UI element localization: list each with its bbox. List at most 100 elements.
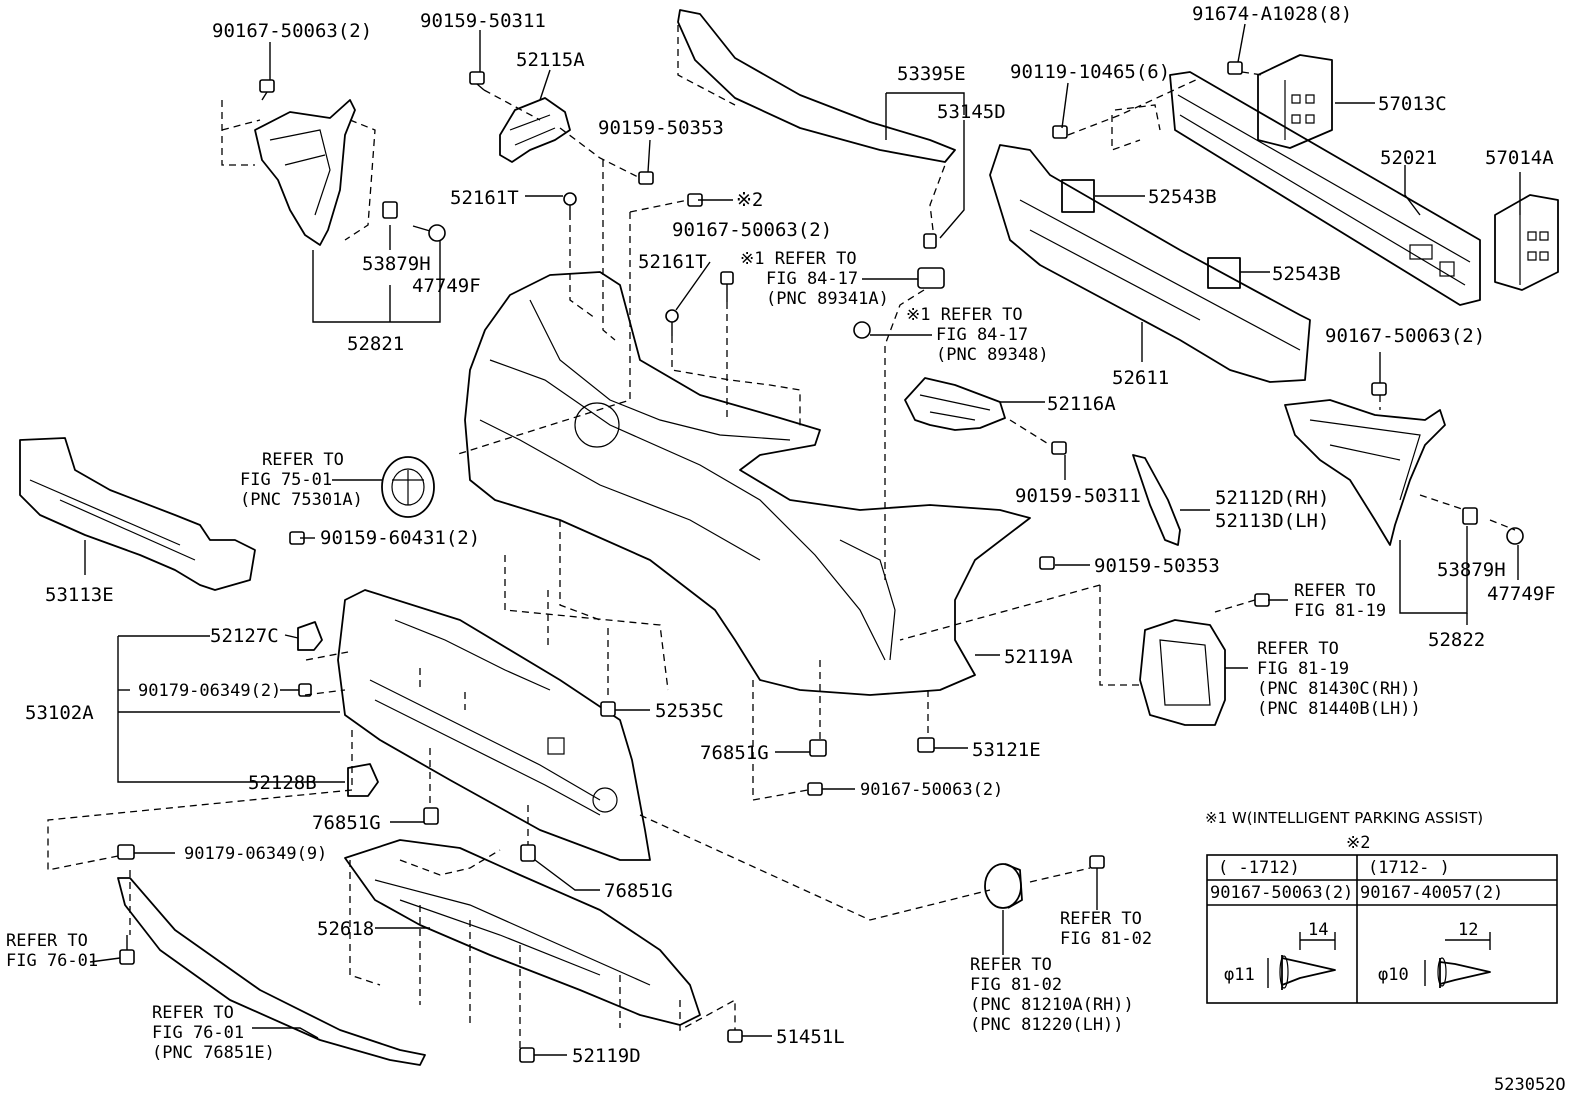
bolt-icon[interactable] (1052, 125, 1068, 139)
screw-icon[interactable] (1039, 556, 1055, 570)
bolt-icon[interactable] (1227, 61, 1243, 75)
label-90159-60431-2[interactable]: 90159-60431(2) (320, 527, 480, 549)
clip-icon[interactable] (917, 737, 935, 753)
bumper-pad-lower-part[interactable] (1207, 257, 1241, 289)
clip-icon[interactable] (423, 807, 439, 825)
label-90159-50353-mid[interactable]: 90159-50353 (1094, 555, 1220, 577)
screw-icon[interactable] (807, 782, 823, 796)
label-52161t-a[interactable]: 52161T (450, 187, 519, 209)
ref-fig-76-01-a[interactable]: REFER TO FIG 76-01 (6, 931, 98, 971)
label-90119-10465-6[interactable]: 90119-10465(6) (1010, 61, 1170, 83)
screw-icon[interactable] (1506, 527, 1524, 545)
label-52822[interactable]: 52822 (1428, 629, 1485, 651)
bolt-icon[interactable] (469, 71, 485, 91)
reinforcement-bracket-57013c-part[interactable] (1257, 54, 1333, 149)
bumper-bracket-52116a-part[interactable] (904, 377, 1006, 431)
label-52119a[interactable]: 52119A (1004, 646, 1073, 668)
sensor-icon[interactable] (853, 321, 871, 339)
label-53113e[interactable]: 53113E (45, 584, 114, 606)
label-53879h-left[interactable]: 53879H (362, 253, 431, 275)
clip-icon[interactable] (520, 844, 536, 862)
label-76851g-a[interactable]: 76851G (700, 742, 769, 764)
table-col2-part[interactable]: 90167-40057(2) (1360, 883, 1503, 903)
label-52128b[interactable]: 52128B (248, 772, 317, 794)
push-clip-icon[interactable] (665, 309, 679, 336)
ref-fig-84-17-89341a[interactable]: ※1 REFER TO FIG 84-17 (PNC 89341A) (740, 249, 889, 309)
ref-fig-76-01-b[interactable]: REFER TO FIG 76-01 (PNC 76851E) (152, 1003, 275, 1063)
bumper-pad-upper-part[interactable] (1061, 179, 1095, 213)
label-90167-50063-2-low[interactable]: 90167-50063(2) (860, 780, 1003, 800)
label-52611[interactable]: 52611 (1112, 367, 1169, 389)
clip-icon[interactable] (117, 844, 135, 860)
clip-icon[interactable] (923, 233, 937, 249)
upper-trim-strip-part[interactable] (677, 9, 956, 163)
toyota-emblem-part[interactable] (381, 456, 435, 518)
push-clip-icon[interactable] (563, 192, 577, 220)
grille-cover-upper-part[interactable] (297, 621, 323, 651)
label-52618[interactable]: 52618 (317, 918, 374, 940)
label-52115a[interactable]: 52115A (516, 49, 585, 71)
label-76851g-b[interactable]: 76851G (312, 812, 381, 834)
left-side-retainer-part[interactable] (254, 99, 356, 246)
label-57014a[interactable]: 57014A (1485, 147, 1554, 169)
table-col1-part[interactable]: 90167-50063(2) (1210, 883, 1353, 903)
label-90167-50063-2-mid[interactable]: 90167-50063(2) (672, 219, 832, 241)
label-52119d[interactable]: 52119D (572, 1045, 641, 1067)
label-53879h-right[interactable]: 53879H (1437, 559, 1506, 581)
under-cover-53113e-part[interactable] (19, 437, 256, 591)
screw-icon[interactable] (1051, 441, 1067, 455)
fog-lamp-part[interactable] (984, 863, 1023, 909)
label-57013c[interactable]: 57013C (1378, 93, 1447, 115)
label-90159-50353-top[interactable]: 90159-50353 (598, 117, 724, 139)
bolt-icon[interactable] (519, 1047, 535, 1063)
clip-icon[interactable] (600, 701, 616, 717)
sensor-holder-icon[interactable] (917, 267, 945, 289)
label-52113d-lh[interactable]: 52113D(LH) (1215, 510, 1329, 532)
bumper-side-trim-part[interactable] (1132, 454, 1181, 546)
label-52021[interactable]: 52021 (1380, 147, 1437, 169)
ref-fig-81-02-b[interactable]: REFER TO FIG 81-02 (1060, 909, 1152, 949)
label-90179-06349-2[interactable]: 90179-06349(2) (138, 681, 281, 701)
bumper-reinforcement-part[interactable] (1169, 71, 1481, 306)
right-side-retainer-part[interactable] (1284, 399, 1446, 546)
ref-fig-84-17-89348[interactable]: ※1 REFER TO FIG 84-17 (PNC 89348) (906, 305, 1049, 365)
lower-spoiler-part[interactable] (117, 877, 426, 1066)
label-52821[interactable]: 52821 (347, 333, 404, 355)
label-53121e[interactable]: 53121E (972, 739, 1041, 761)
screw-icon[interactable] (412, 224, 446, 242)
label-note2-mark[interactable]: ※2 (736, 189, 763, 211)
ref-fig-81-19-a[interactable]: REFER TO FIG 81-19 (1294, 581, 1386, 621)
engine-under-cover-part[interactable] (344, 839, 701, 1026)
clip-icon[interactable] (1462, 507, 1478, 525)
screw-icon[interactable] (1371, 382, 1387, 396)
label-53395e[interactable]: 53395E (897, 63, 966, 85)
label-51451l[interactable]: 51451L (776, 1026, 845, 1048)
label-47749f-right[interactable]: 47749F (1487, 583, 1556, 605)
bolt-icon[interactable] (119, 935, 135, 965)
clip-icon[interactable] (382, 201, 398, 219)
ref-fig-81-02-a[interactable]: REFER TO FIG 81-02 (PNC 81210A(RH)) (PNC… (970, 955, 1134, 1035)
bolt-icon[interactable] (727, 1029, 743, 1043)
label-52543b-lower[interactable]: 52543B (1272, 263, 1341, 285)
label-52116a[interactable]: 52116A (1047, 393, 1116, 415)
screw-icon[interactable] (1254, 593, 1270, 607)
screw-icon[interactable] (638, 171, 654, 185)
label-52543b-upper[interactable]: 52543B (1148, 186, 1217, 208)
grille-cover-lower-part[interactable] (347, 763, 379, 797)
label-90167-50063-2-topleft[interactable]: 90167-50063(2) (212, 20, 372, 42)
bumper-bracket-52115a-part[interactable] (499, 97, 571, 163)
energy-absorber-part[interactable] (989, 144, 1311, 383)
label-52161t-b[interactable]: 52161T (638, 251, 707, 273)
label-47749f-left[interactable]: 47749F (412, 275, 481, 297)
ref-fig-81-19-b[interactable]: REFER TO FIG 81-19 (PNC 81430C(RH)) (PNC… (1257, 639, 1421, 719)
label-90159-50311-mid[interactable]: 90159-50311 (1015, 485, 1141, 507)
label-53102a[interactable]: 53102A (25, 702, 94, 724)
bolt-icon[interactable] (259, 79, 275, 101)
label-90167-50063-2-right[interactable]: 90167-50063(2) (1325, 325, 1485, 347)
label-90159-50311-top[interactable]: 90159-50311 (420, 10, 546, 32)
screw-icon[interactable] (1089, 855, 1105, 869)
label-52127c[interactable]: 52127C (210, 625, 279, 647)
clip-icon[interactable] (809, 739, 827, 757)
label-52535c[interactable]: 52535C (655, 700, 724, 722)
screw-icon[interactable] (720, 271, 734, 302)
